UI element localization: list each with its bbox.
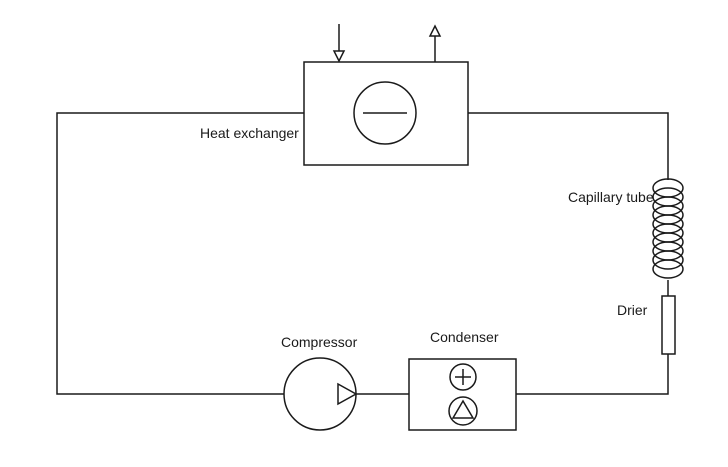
circuit-pipes bbox=[56, 112, 669, 395]
drier: Drier bbox=[617, 295, 676, 355]
compressor-body bbox=[283, 357, 357, 431]
pipe-capillary-heat-exchanger bbox=[468, 112, 669, 180]
drier-body bbox=[661, 295, 676, 355]
capillary-tube: Capillary tube bbox=[568, 178, 684, 279]
arrow-down-icon bbox=[332, 24, 346, 63]
heat-exchanger-label: Heat exchanger bbox=[200, 125, 299, 141]
pipe-condenser-drier bbox=[516, 354, 669, 395]
pipe-left-loop bbox=[56, 112, 304, 395]
minus-in-circle-icon bbox=[353, 81, 417, 145]
coil-icon bbox=[652, 178, 684, 279]
pump-triangle-icon bbox=[337, 382, 358, 406]
drier-label: Drier bbox=[617, 302, 648, 318]
arrow-up-icon bbox=[428, 24, 442, 62]
triangle-in-circle-icon bbox=[448, 396, 478, 426]
compressor-label: Compressor bbox=[281, 334, 358, 350]
compressor: Compressor bbox=[281, 334, 358, 431]
heat-exchanger: Heat exchanger bbox=[200, 24, 469, 166]
condenser: Condenser bbox=[408, 329, 517, 431]
capillary-tube-label: Capillary tube bbox=[568, 189, 654, 205]
plus-in-circle-icon bbox=[449, 363, 477, 391]
condenser-label: Condenser bbox=[430, 329, 499, 345]
